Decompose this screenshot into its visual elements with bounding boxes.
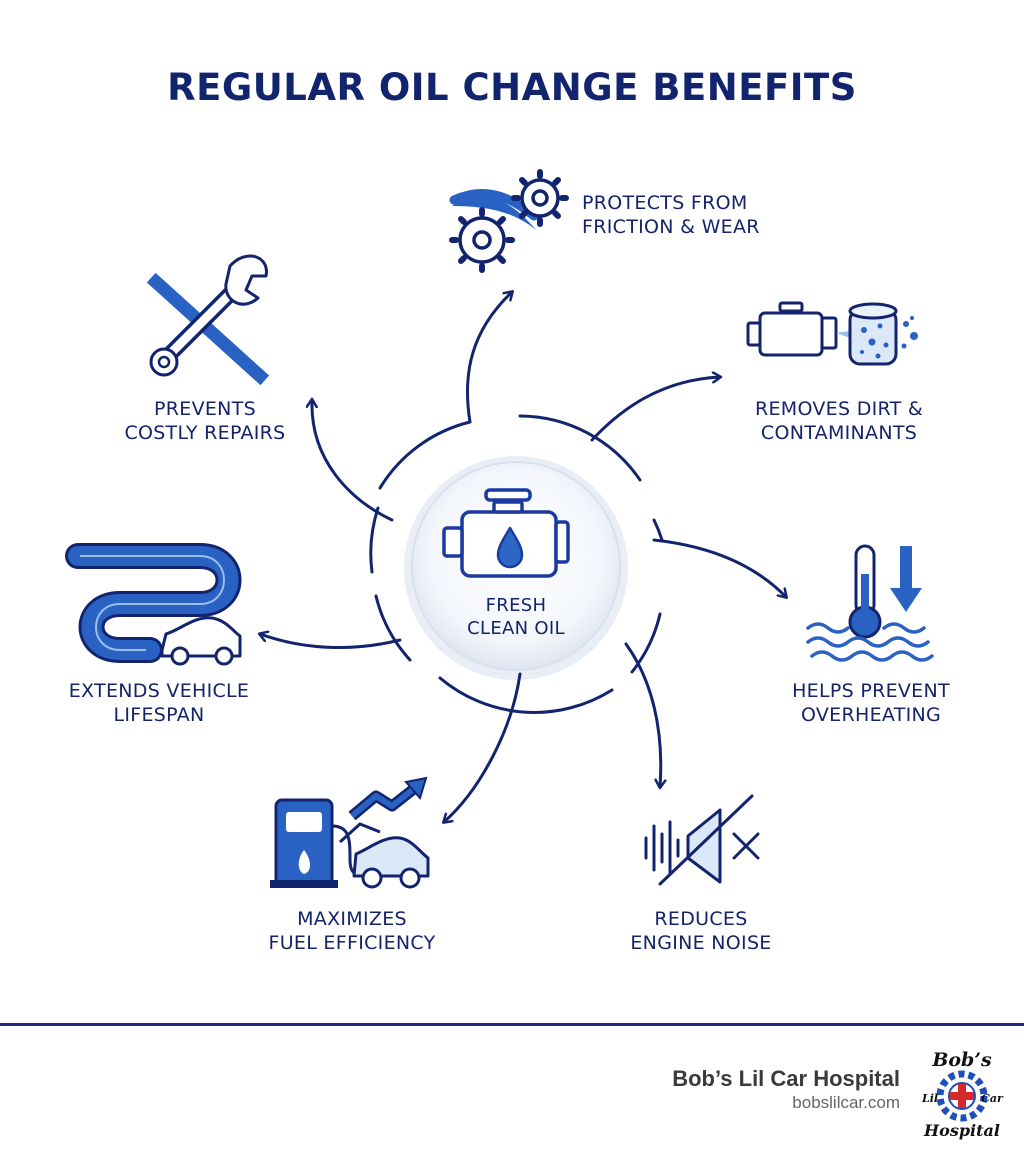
fuel-line2: FUEL EFFICIENCY: [268, 932, 436, 954]
lifespan-line2: LIFESPAN: [113, 704, 205, 726]
wrench-icon: [146, 254, 270, 386]
brand-logo: Bob’s Lil Car Hospital: [921, 1049, 1004, 1140]
repairs-line1: PREVENTS: [154, 398, 256, 420]
footer-divider: [0, 1023, 1024, 1026]
dirt-line1: REMOVES DIRT &: [754, 398, 924, 420]
overheating-line2: OVERHEATING: [800, 704, 942, 726]
friction-line1: PROTECTS FROM: [582, 192, 748, 214]
logo-bottom-text: Hospital: [923, 1121, 1000, 1140]
thermometer-icon: [806, 544, 934, 662]
center-line2: CLEAN OIL: [467, 618, 565, 639]
friction-line2: FRICTION & WEAR: [582, 216, 760, 238]
fuel-pump-icon: [270, 776, 430, 889]
engine-filter-icon: [746, 301, 918, 366]
logo-top-text: Bob’s: [931, 1049, 992, 1071]
benefit-fuel-label: MAXIMIZES FUEL EFFICIENCY: [244, 907, 460, 955]
center-line1: FRESH: [485, 595, 547, 616]
repairs-line2: COSTLY REPAIRS: [124, 422, 286, 444]
benefit-noise-label: REDUCES ENGINE NOISE: [596, 907, 806, 955]
logo-left-text: Lil: [921, 1092, 938, 1105]
noise-line1: REDUCES: [654, 908, 748, 930]
logo-right-text: Car: [981, 1092, 1004, 1105]
brand-name: Bob’s Lil Car Hospital: [672, 1066, 900, 1091]
dirt-line2: CONTAMINANTS: [760, 422, 918, 444]
center-ring: [369, 414, 664, 714]
benefit-arrows: [260, 292, 786, 822]
muted-speaker-icon: [644, 794, 760, 886]
road-car-icon: [65, 543, 242, 666]
benefit-repairs-label: PREVENTS COSTLY REPAIRS: [100, 397, 310, 445]
page-title: REGULAR OIL CHANGE BENEFITS: [167, 66, 857, 109]
overheating-line1: HELPS PREVENT: [792, 680, 950, 702]
gears-icon: [449, 169, 569, 273]
benefit-dirt-label: REMOVES DIRT & CONTAMINANTS: [734, 397, 944, 445]
lifespan-line1: EXTENDS VEHICLE: [68, 680, 250, 702]
benefit-friction-label: PROTECTS FROM FRICTION & WEAR: [582, 191, 760, 239]
noise-line2: ENGINE NOISE: [630, 932, 772, 954]
benefit-overheating-label: HELPS PREVENT OVERHEATING: [766, 679, 976, 727]
center-label: FRESH CLEAN OIL: [426, 594, 606, 640]
fuel-line1: MAXIMIZES: [297, 908, 407, 930]
benefit-lifespan-label: EXTENDS VEHICLE LIFESPAN: [54, 679, 264, 727]
brand-url: bobslilcar.com: [792, 1093, 900, 1112]
engine-oil-icon: [442, 488, 570, 578]
